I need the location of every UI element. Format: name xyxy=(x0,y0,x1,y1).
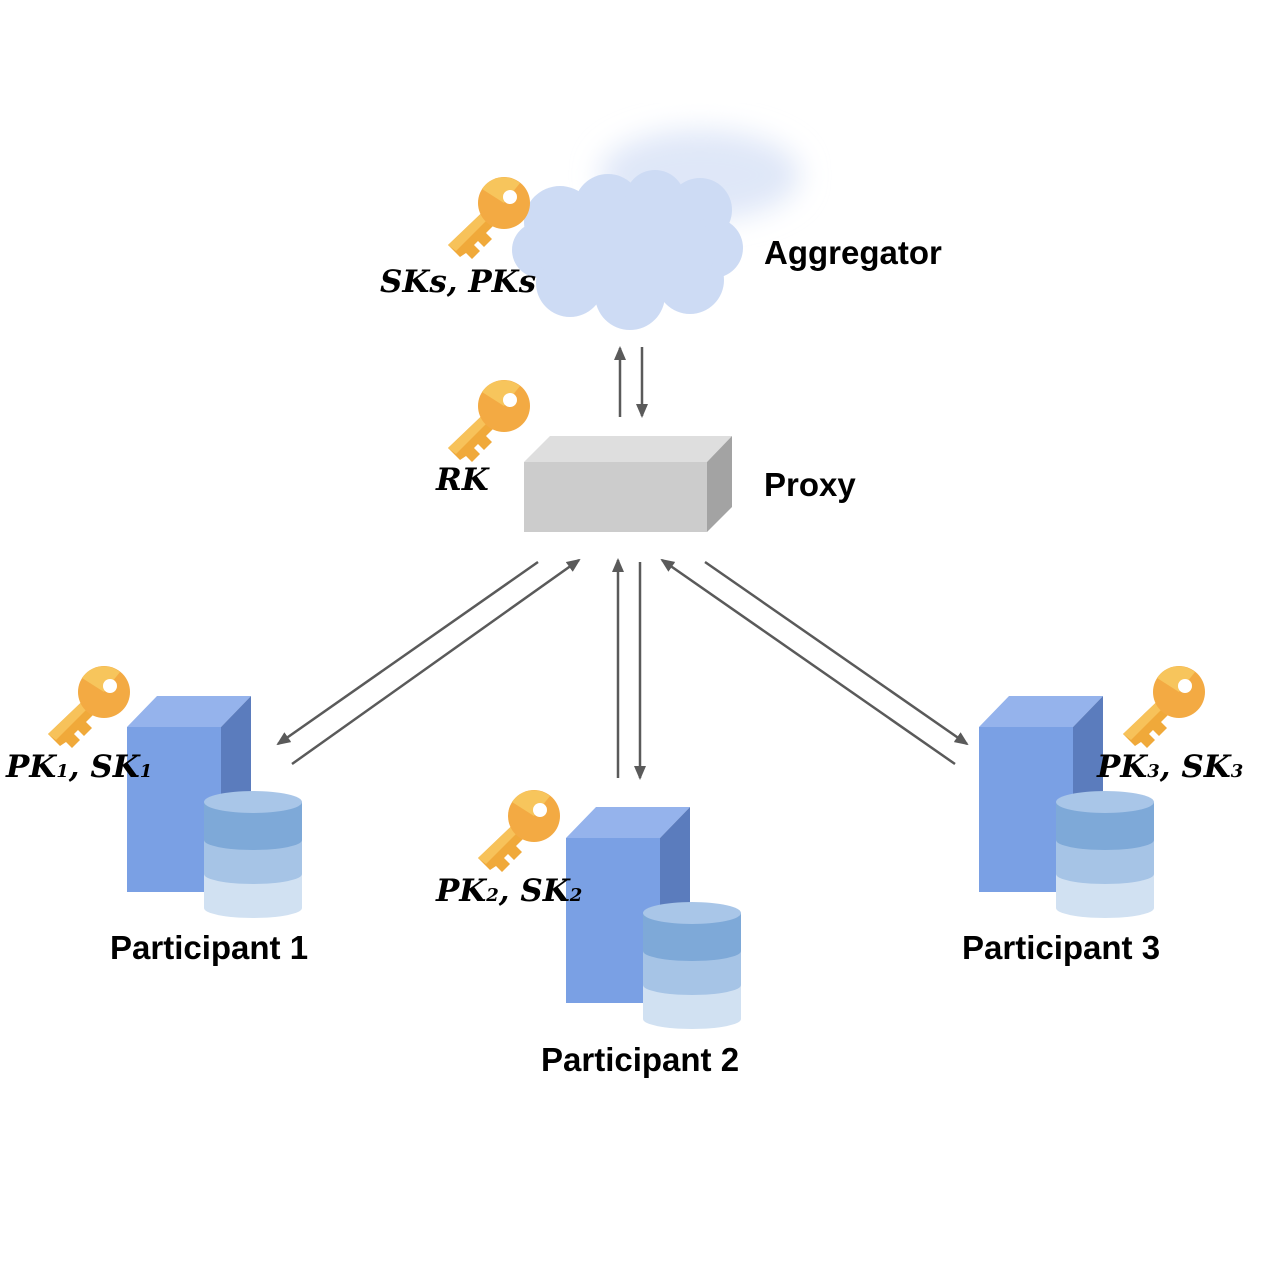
arrow-participant3-to-proxy xyxy=(660,558,956,766)
participant2-label: Participant 2 xyxy=(541,1041,739,1078)
cloud-icon xyxy=(512,170,743,330)
arrow-participant1-to-proxy xyxy=(291,558,581,766)
proxy-node: RK Proxy xyxy=(435,380,856,532)
key-icon xyxy=(1123,666,1205,748)
aggregator-node: SKs, PKs Aggregator xyxy=(380,130,942,330)
participant2-keys-label: PK2, SK2 xyxy=(435,873,582,909)
arrows xyxy=(276,346,969,780)
participant1-keys-label: PK1, SK1 xyxy=(5,749,152,785)
proxy-label: Proxy xyxy=(764,466,856,503)
proxy-key-label: RK xyxy=(435,462,490,498)
key-icon xyxy=(48,666,130,748)
participant2-node: PK2, SK2 Participant 2 xyxy=(435,790,741,1078)
database-icon xyxy=(204,791,302,918)
database-icon xyxy=(643,902,741,1029)
database-icon xyxy=(1056,791,1154,918)
key-icon xyxy=(478,790,560,872)
participant3-label: Participant 3 xyxy=(962,929,1160,966)
participant3-node: PK3, SK3 Participant 3 xyxy=(962,666,1243,966)
participant3-keys-label: PK3, SK3 xyxy=(1096,749,1243,785)
proxy-box-icon xyxy=(524,436,732,532)
participant1-node: PK1, SK1 Participant 1 xyxy=(5,666,308,966)
arrow-proxy-to-participant3 xyxy=(704,560,969,746)
participant1-label: Participant 1 xyxy=(110,929,308,966)
aggregator-keys-label: SKs, PKs xyxy=(380,264,536,300)
aggregator-label: Aggregator xyxy=(764,234,942,271)
key-icon xyxy=(448,380,530,462)
arrow-proxy-to-participant1 xyxy=(276,560,539,746)
